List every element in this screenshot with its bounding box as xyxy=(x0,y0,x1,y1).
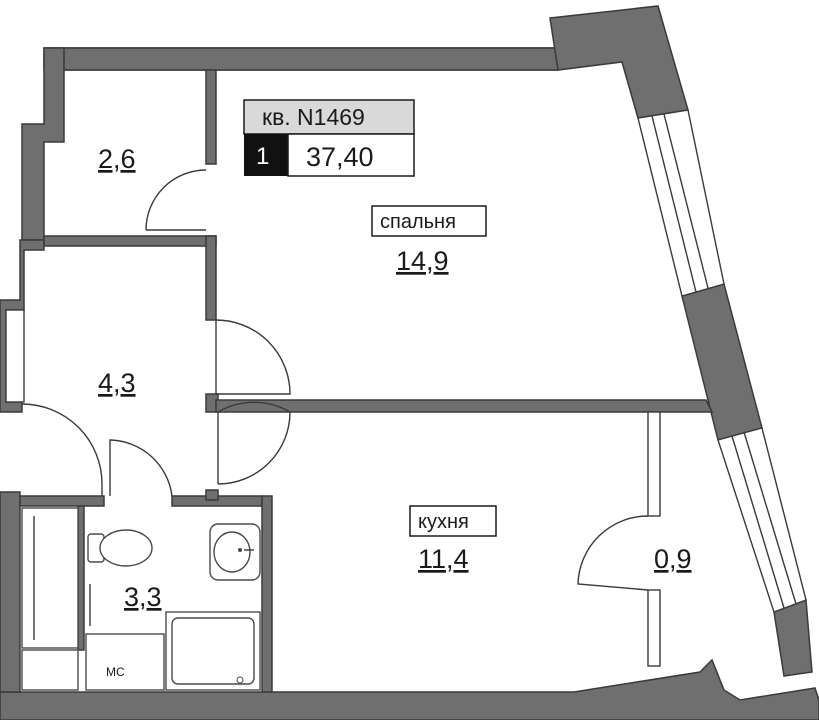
left-wall-upper xyxy=(21,47,65,241)
storage-partition xyxy=(205,69,217,165)
windows xyxy=(5,109,807,667)
kitchen-area: 11,4 xyxy=(418,544,469,574)
bedroom-area: 14,9 xyxy=(396,246,449,276)
apartment-tag: кв. N1469 1 37,40 xyxy=(243,99,415,177)
room-labels: 2,6 спальня 14,9 4,3 кухня 11,4 0,9 3,3 xyxy=(98,144,692,612)
bath-inner-wall xyxy=(77,505,85,651)
bathroom-area: 3,3 xyxy=(124,582,162,612)
fixtures: МС xyxy=(21,507,261,691)
storage-door-arc xyxy=(145,169,207,231)
bathroom-door-stub xyxy=(205,489,219,501)
window-lower xyxy=(717,427,807,613)
washing-machine-label: МС xyxy=(106,665,125,679)
balcony-area: 0,9 xyxy=(654,544,692,574)
shower-tray xyxy=(165,611,261,691)
bathroom-door-arc xyxy=(109,439,173,497)
balcony-partition xyxy=(647,411,661,517)
kitchen-door-arc xyxy=(217,401,291,485)
balcony-door-arc xyxy=(577,515,649,591)
hall-partition xyxy=(205,235,217,321)
bathroom-right-wall xyxy=(261,495,273,693)
left-wall-lower xyxy=(0,491,21,693)
total-area: 37,40 xyxy=(306,142,374,172)
kitchen-name: кухня xyxy=(418,511,469,533)
entrance-door-arc xyxy=(21,403,103,496)
sink-icon xyxy=(209,523,261,581)
hall-area: 4,3 xyxy=(98,368,136,398)
doors xyxy=(21,169,649,591)
right-pier-lower xyxy=(773,598,813,677)
rooms-count: 1 xyxy=(256,143,269,170)
bedroom-kitchen-wall xyxy=(215,399,714,413)
toilet-icon xyxy=(87,529,153,567)
bedroom-door-arc xyxy=(215,319,291,395)
right-pier-upper xyxy=(681,283,763,441)
window-upper xyxy=(637,109,725,297)
left-window xyxy=(5,309,25,403)
apartment-number: кв. N1469 xyxy=(262,104,365,130)
washing-machine xyxy=(85,633,165,691)
bedroom-name: спальня xyxy=(380,211,456,233)
top-right-column xyxy=(549,5,689,119)
bathroom-top-wall xyxy=(19,495,105,507)
storage-area: 2,6 xyxy=(98,144,136,174)
bottom-wall xyxy=(0,658,819,720)
walls xyxy=(0,5,819,720)
balcony-partition-lower xyxy=(647,589,661,667)
top-wall-segment xyxy=(43,47,559,71)
bathtub xyxy=(21,507,79,649)
storage-wall xyxy=(43,235,217,247)
